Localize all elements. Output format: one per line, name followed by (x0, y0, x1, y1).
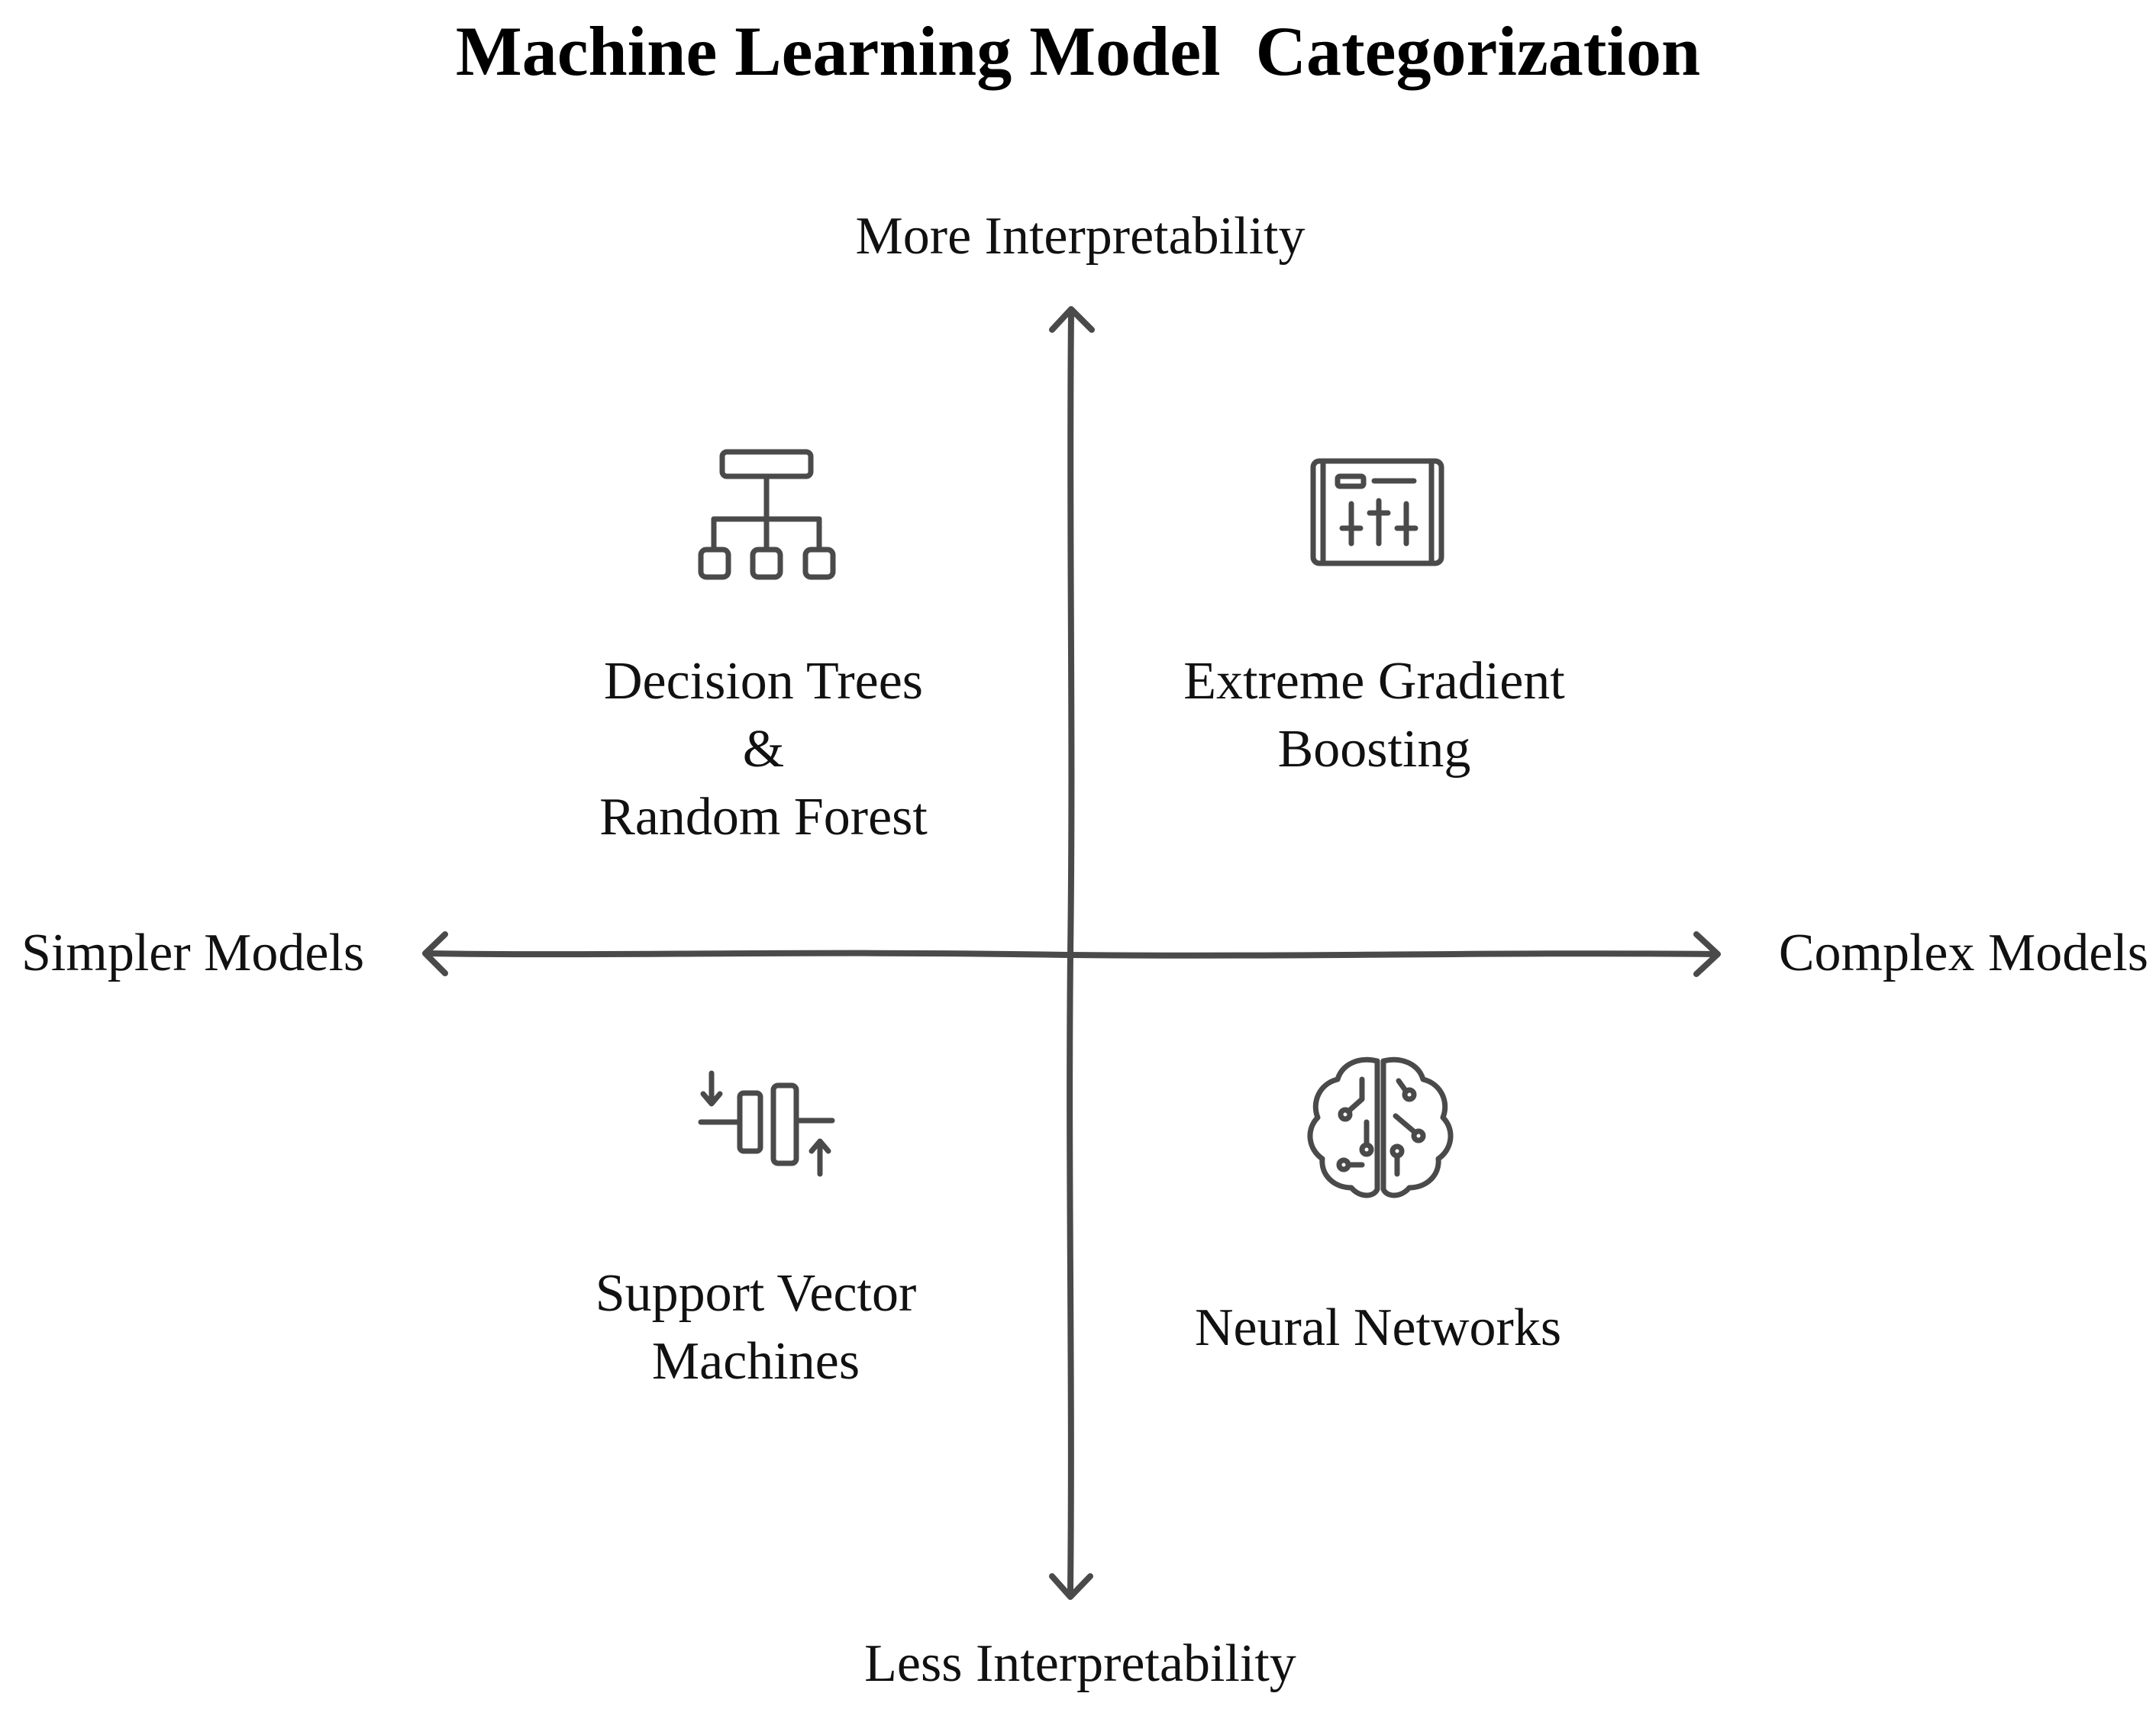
hierarchy-tree-icon (698, 449, 836, 580)
horizontal-axis-line (424, 950, 1719, 959)
quadrant-label-decision-trees: Decision Trees & Random Forest (534, 647, 992, 851)
label-line: Decision Trees (603, 652, 924, 711)
label-line: Neural Networks (1194, 1298, 1562, 1357)
quadrant-label-gradient-boosting: Extreme Gradient Boosting (1145, 647, 1603, 783)
label-line: Machines (651, 1332, 860, 1391)
axis-label-simpler-models: Simpler Models (21, 924, 365, 982)
label-line: & (742, 720, 785, 779)
label-line: Support Vector (595, 1264, 917, 1323)
label-line: Random Forest (599, 788, 928, 847)
quadrant-label-support-vector-machines: Support Vector Machines (527, 1259, 985, 1395)
quadrant-axes (422, 306, 1721, 1600)
diagram-title: Machine Learning Model Categorization (455, 12, 1701, 90)
axis-label-less-interpretability: Less Interpretability (864, 1634, 1296, 1693)
label-line: Boosting (1277, 720, 1471, 779)
quadrant-label-neural-networks: Neural Networks (1149, 1294, 1607, 1362)
arrow-down-head (1049, 1573, 1093, 1600)
margin-separator-icon (698, 1070, 835, 1177)
circuit-brain-icon (1307, 1056, 1454, 1198)
axis-label-complex-models: Complex Models (1778, 924, 2148, 982)
axis-label-more-interpretability: More Interpretability (855, 207, 1306, 266)
label-line: Extreme Gradient (1183, 652, 1565, 711)
arrow-left-head (422, 931, 448, 976)
arrow-up-head (1049, 306, 1095, 333)
control-panel-sliders-icon (1310, 458, 1444, 566)
arrow-right-head (1693, 931, 1721, 977)
